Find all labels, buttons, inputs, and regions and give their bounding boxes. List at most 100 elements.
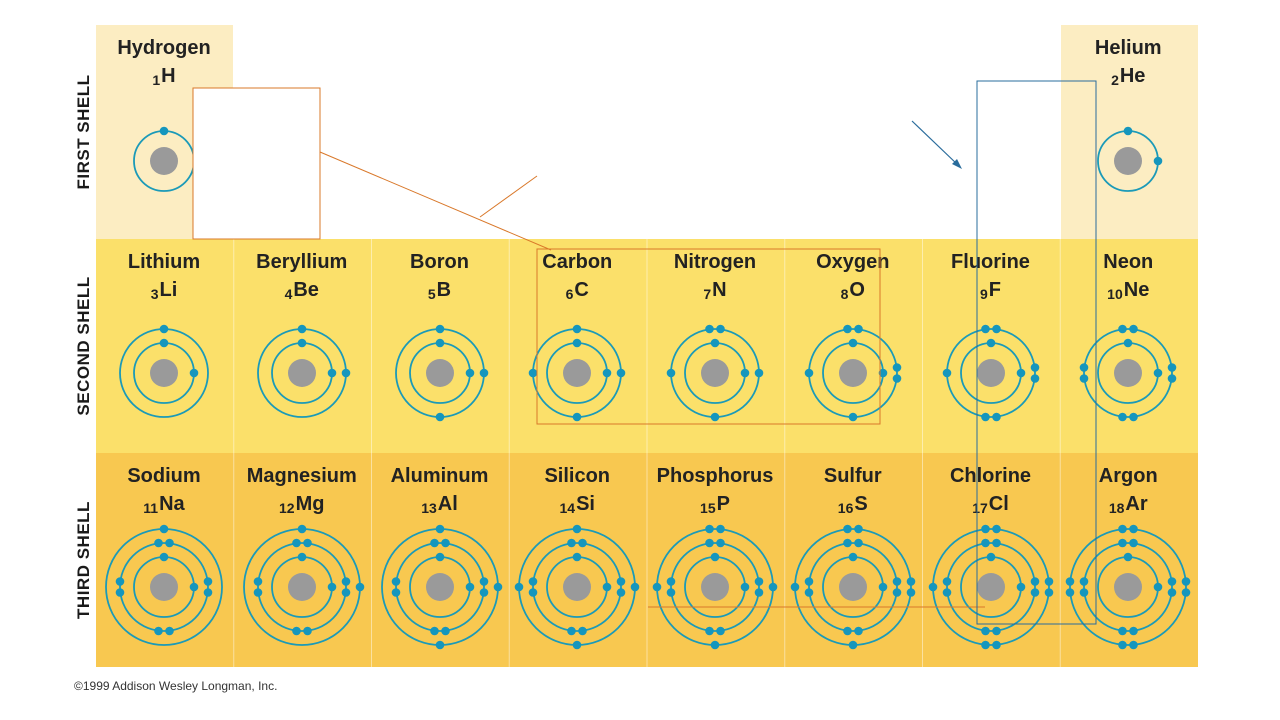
symbol-text: Li [159,279,178,301]
electron [479,588,488,597]
electron [853,538,863,548]
electron [567,538,577,548]
electron [1079,363,1089,372]
atom-diagram [666,324,764,422]
electron [1030,577,1039,586]
electron [892,363,902,372]
symbol-text: Ne [1123,279,1150,301]
symbol-text: F [988,279,1001,301]
atom-diagram [942,324,1039,422]
element-symbol: 17Cl [923,493,1059,516]
electron [878,368,888,378]
symbol-text: Ar [1125,493,1148,515]
electron [892,374,902,383]
electron [652,582,662,592]
symbol-text: He [1119,65,1146,87]
atom-diagram [394,324,488,422]
element-symbol: 12Mg [234,493,370,516]
atomic-number: 6 [565,286,574,302]
atom-diagram [528,324,626,422]
electron [1129,538,1139,548]
atom-diagram [133,126,195,192]
electron [1153,368,1163,378]
copyright-text: ©1999 Addison Wesley Longman, Inc. [74,679,278,693]
electron [892,588,902,597]
symbol-text: S [854,493,868,515]
element-symbol: 5B [372,279,508,302]
orbit-shell-2 [119,542,209,632]
symbol-text: Be [293,279,319,301]
electron [991,538,1001,548]
nucleus [1114,573,1143,601]
atom-diagram [928,524,1053,650]
element-symbol: 16S [785,493,921,516]
nucleus [287,573,316,601]
electron [980,324,990,334]
electron [878,582,888,592]
nucleus [287,359,316,387]
electron [1123,126,1133,136]
atomic-number: 10 [1107,286,1123,302]
electron [986,552,995,562]
electron [572,412,582,422]
electron [716,626,725,636]
element-cell-beryllium: Beryllium 4Be [234,239,370,451]
atomic-number: 13 [421,500,437,516]
element-name: Hydrogen [117,37,211,59]
electron [341,588,351,597]
electron [666,368,676,378]
nucleus [425,573,454,601]
electron [842,324,852,334]
electron [1044,588,1053,597]
electron [572,552,582,562]
nucleus [976,359,1005,387]
atom-diagram [256,324,351,418]
nucleus [1114,359,1143,387]
electron [391,577,400,586]
electron [572,524,582,534]
atomic-number: 12 [279,500,295,516]
electron [465,582,474,592]
nucleus [563,359,592,387]
atomic-number: 4 [284,286,293,302]
element-name: Beryllium [256,251,348,273]
electron [189,582,199,592]
electron [906,588,916,597]
electron [1129,412,1139,422]
electron [435,524,444,534]
element-name: Silicon [544,465,611,487]
atom-diagram [1097,126,1163,192]
orbit-shell-2 [256,542,347,632]
electron [479,577,488,586]
electron [1123,552,1133,562]
electron [848,338,858,348]
electron [842,626,852,636]
electron [716,324,725,334]
electron [666,588,676,597]
atomic-number: 17 [972,500,988,516]
element-symbol: 7N [647,279,783,302]
symbol-text: O [849,279,865,301]
electron [980,538,990,548]
electron [1079,577,1089,586]
atomic-number: 15 [700,500,716,516]
electron [1118,412,1128,422]
electron [630,582,640,592]
electron [705,626,714,636]
electron [429,538,439,548]
electron [1129,626,1139,636]
electron [154,538,163,548]
electron [716,524,725,534]
electron [942,588,951,597]
electron [804,588,814,597]
electron [435,338,444,348]
electron [710,338,720,348]
electron [710,640,720,650]
element-name: Boron [410,251,469,273]
